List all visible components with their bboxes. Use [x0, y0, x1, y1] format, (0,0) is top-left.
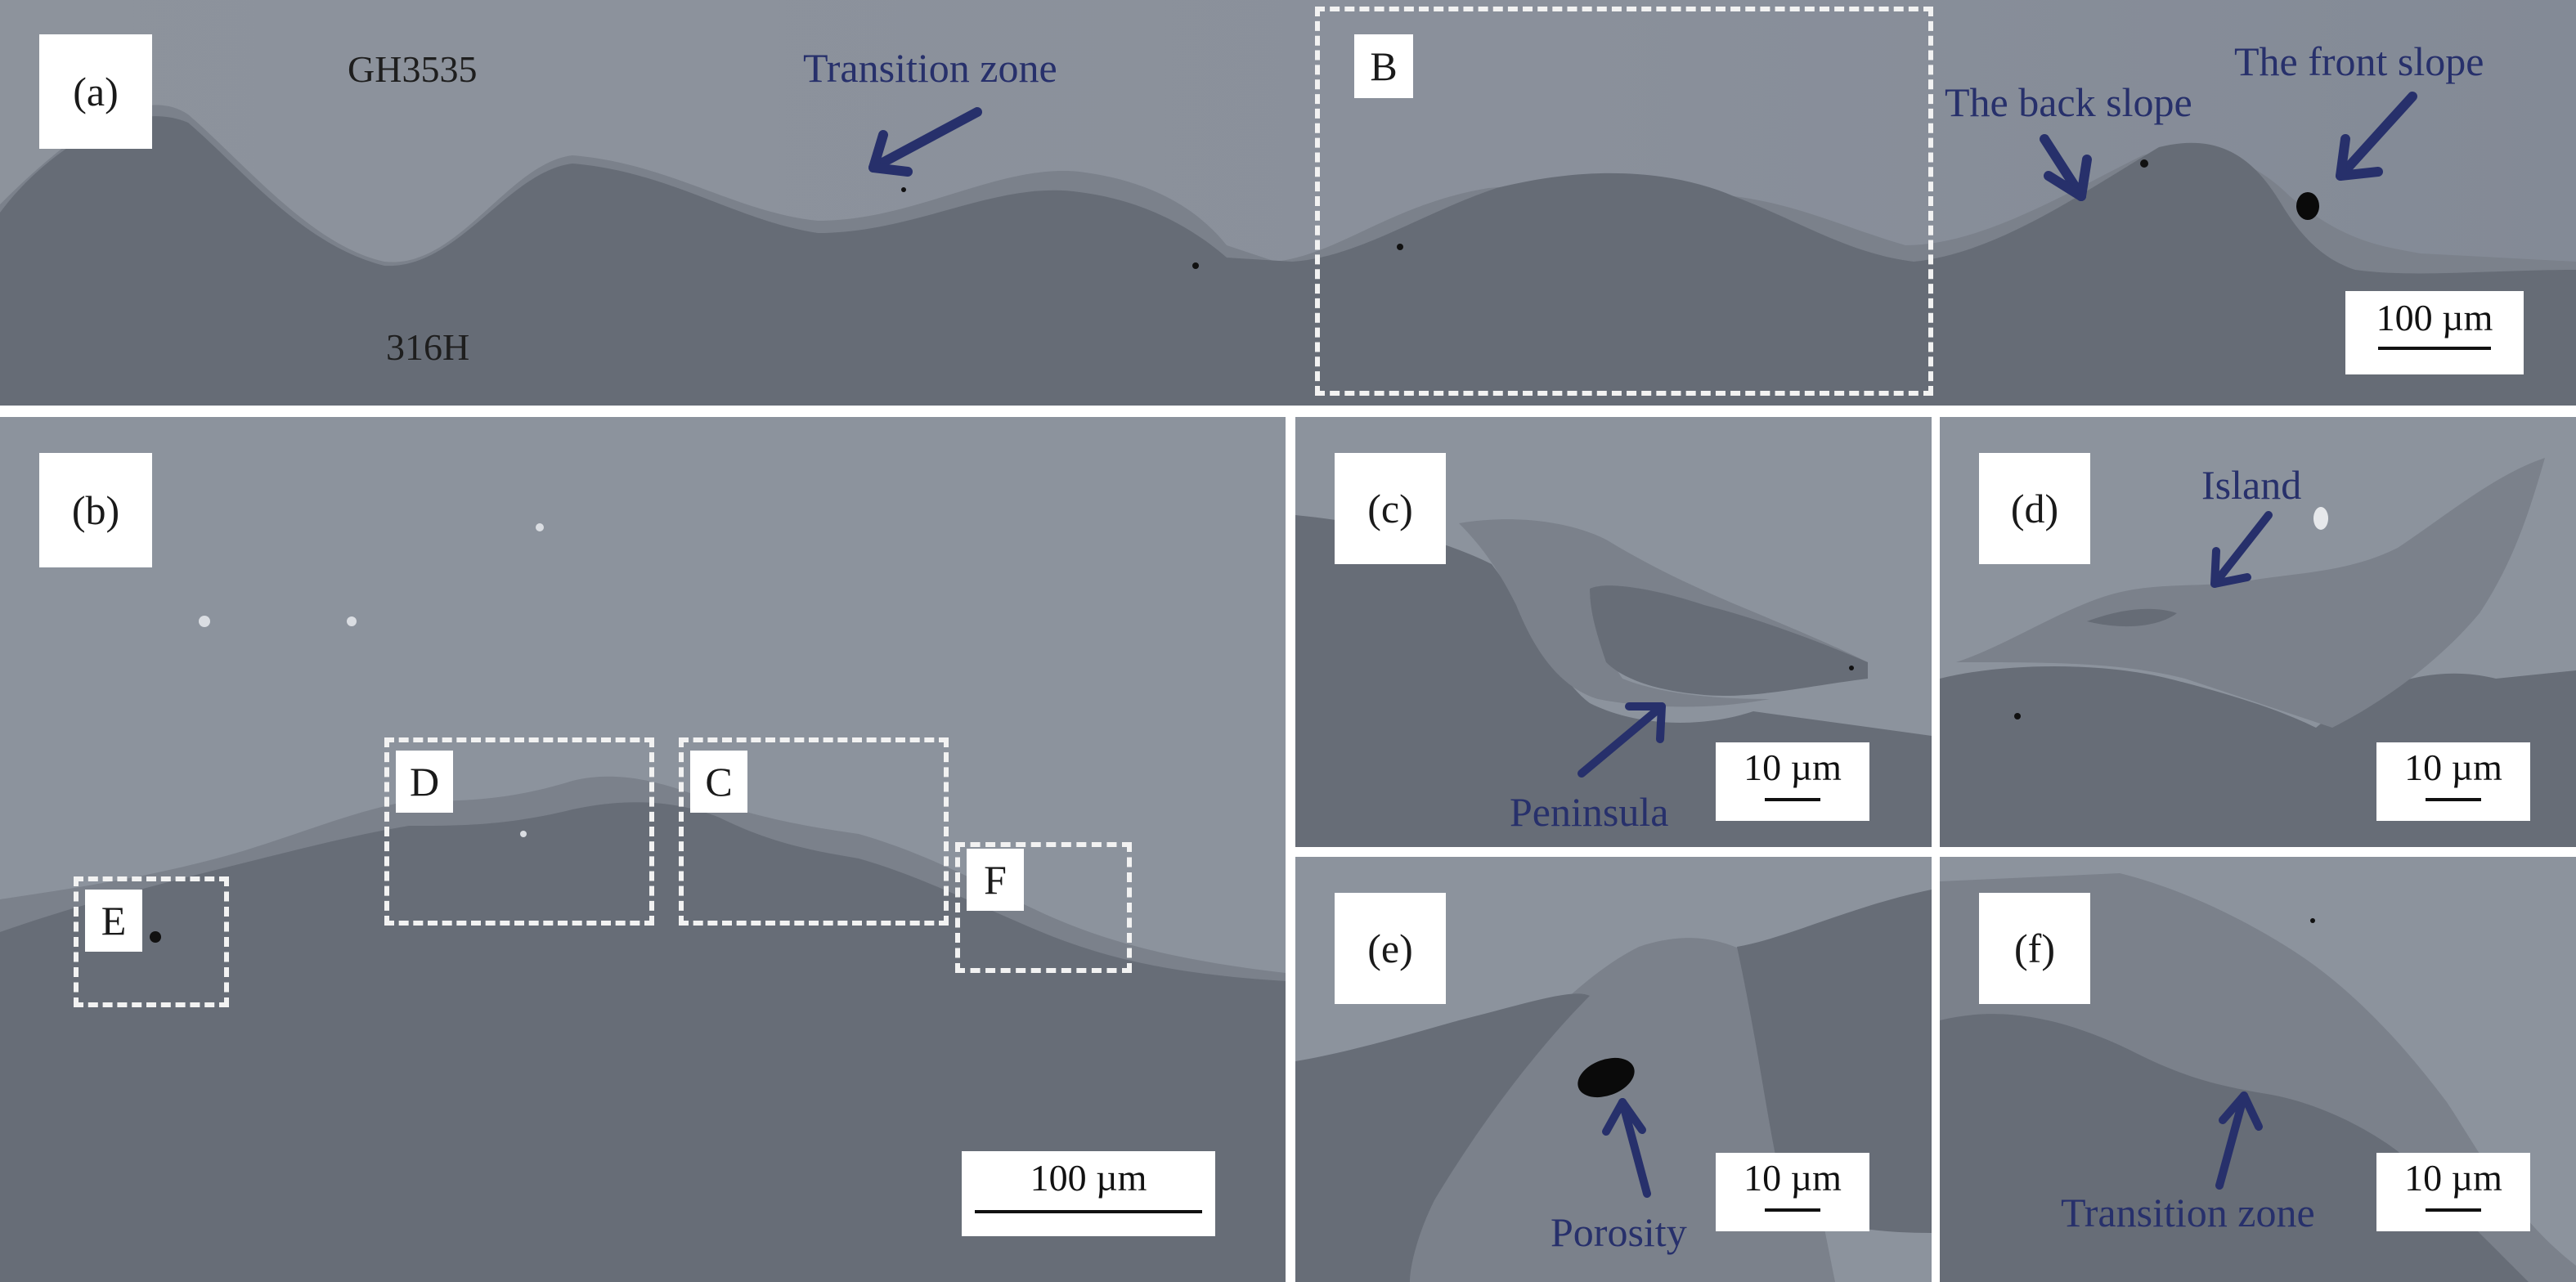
arrow-icon	[2210, 511, 2273, 588]
panel-d-arrow	[2210, 511, 2273, 588]
porosity-label: Porosity	[1551, 1209, 1687, 1255]
panel-f-arrow	[2215, 1091, 2263, 1190]
region-c-tag: C	[690, 751, 747, 813]
transition-zone-label: Transition zone	[803, 45, 1057, 91]
region-b-box	[1315, 7, 1933, 396]
panel-b: (b) D C E F 100 µm	[0, 417, 1286, 1282]
panel-a-arrows	[868, 92, 2417, 201]
panel-a-scale-bar: 100 µm	[2345, 291, 2524, 374]
arrow-icon	[2215, 1091, 2263, 1190]
material-gh3535-label: GH3535	[348, 48, 478, 90]
panel-b-scale-bar: 100 µm	[962, 1151, 1215, 1236]
panel-d-label: (d)	[1979, 453, 2090, 564]
arrow-icon	[868, 107, 982, 177]
panel-c-label: (c)	[1335, 453, 1446, 564]
front-slope-label: The front slope	[2234, 38, 2484, 84]
arrow-icon	[1577, 702, 1666, 778]
panel-c: (c) Peninsula 10 µm	[1295, 417, 1932, 847]
panel-a-label: (a)	[39, 34, 152, 149]
region-f-box	[955, 842, 1132, 973]
region-e-tag: E	[85, 890, 142, 952]
panel-e-scale-bar: 10 µm	[1716, 1153, 1869, 1231]
panel-e-label: (e)	[1335, 893, 1446, 1004]
region-b-tag: B	[1354, 34, 1413, 98]
panel-d: (d) Island 10 µm	[1940, 417, 2576, 847]
panel-e: (e) Porosity 10 µm	[1295, 857, 1932, 1282]
panel-c-scale-bar: 10 µm	[1716, 742, 1869, 821]
transition-zone-label-f: Transition zone	[2061, 1190, 2315, 1235]
panel-f-label: (f)	[1979, 893, 2090, 1004]
region-d-box	[384, 737, 654, 926]
panel-d-scale-bar: 10 µm	[2376, 742, 2530, 821]
arrow-icon	[2336, 92, 2417, 181]
panel-e-arrow	[1602, 1098, 1651, 1198]
region-d-tag: D	[396, 751, 453, 813]
region-f-tag: F	[967, 849, 1024, 911]
panel-f: (f) Transition zone 10 µm	[1940, 857, 2576, 1282]
material-316h-label: 316H	[386, 326, 470, 368]
panel-f-scale-bar: 10 µm	[2376, 1153, 2530, 1231]
panel-e-micrograph	[1295, 857, 1932, 1282]
region-c-box	[679, 737, 949, 926]
arrow-icon	[2040, 134, 2092, 201]
island-label: Island	[2201, 462, 2302, 508]
panel-c-arrow	[1577, 702, 1666, 778]
region-e-box	[74, 876, 229, 1007]
peninsula-label: Peninsula	[1510, 789, 1669, 835]
arrow-icon	[1602, 1098, 1651, 1198]
panel-a: (a) GH3535 316H Transition zone The back…	[0, 0, 2576, 406]
back-slope-label: The back slope	[1945, 79, 2192, 125]
panel-b-label: (b)	[39, 453, 152, 567]
